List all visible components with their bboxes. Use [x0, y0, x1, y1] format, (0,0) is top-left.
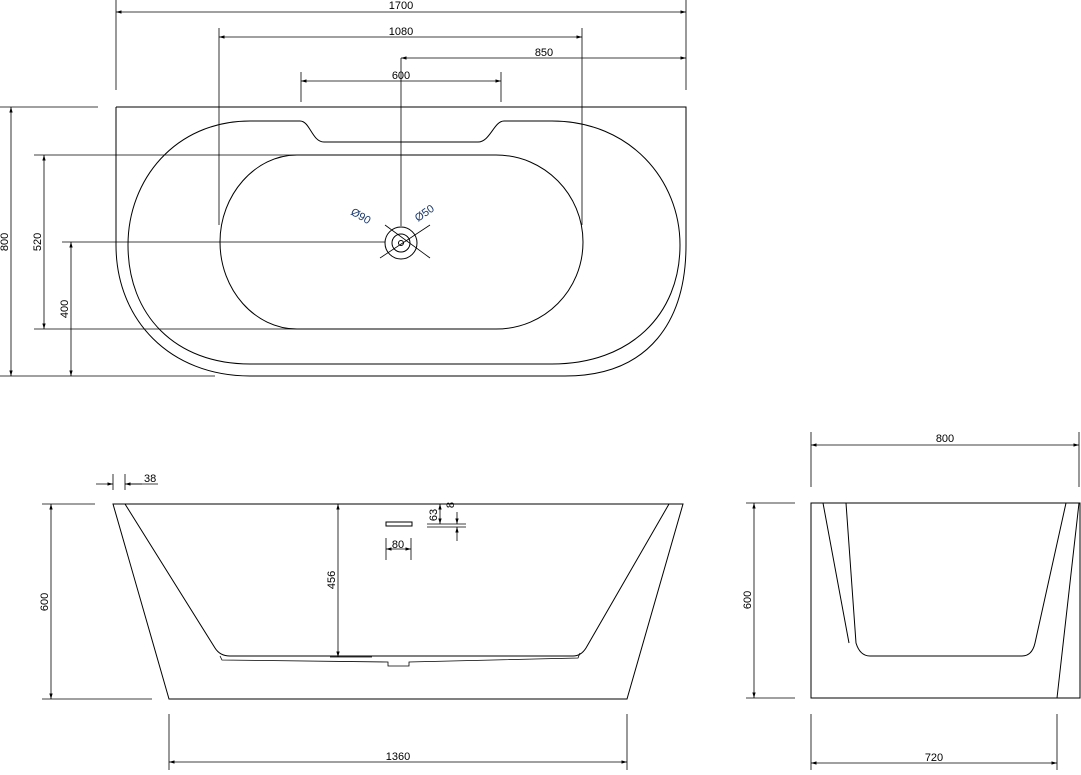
side-outer-frame: [810, 502, 1081, 699]
dim-drain-outer-dia: Ø90: [349, 206, 373, 227]
dim-drain-inner-dia: Ø50: [413, 203, 437, 225]
dim-inner-width: 520: [32, 233, 44, 251]
front-outer-profile: [112, 503, 684, 700]
rim-oval: [127, 120, 681, 365]
dim-inner-depth: 456: [326, 571, 338, 589]
drain-center: [398, 240, 404, 246]
dim-drain-offset: 400: [59, 300, 71, 318]
dim-side-base-width: 720: [925, 752, 943, 764]
overflow-outlet: [385, 521, 413, 527]
drain-outer: [384, 226, 418, 260]
front-floor-line: [219, 652, 581, 667]
dim-overflow-height: 63: [428, 509, 440, 521]
tub-outer-rim: [115, 244, 687, 377]
dim-base-length: 1360: [386, 751, 410, 763]
dim-overall-length: 1700: [389, 0, 413, 12]
dim-side-top-width: 800: [936, 433, 954, 445]
drain-leader-line: [384, 224, 431, 259]
tub-outer-outline: [115, 106, 687, 245]
top-view: 1700 1080 850 600 800 520 400 Ø90 Ø50: [0, 0, 687, 377]
front-inner-profile: [124, 503, 670, 657]
dim-rim-thickness: 38: [144, 473, 156, 485]
dim-inner-span: 1080: [389, 26, 413, 38]
front-view: 38 600 456 80 63 8 1360: [39, 473, 684, 770]
side-view: 800 600 720: [742, 432, 1081, 770]
dim-overall-width: 800: [0, 233, 11, 251]
dim-side-height: 600: [742, 591, 754, 609]
side-wall-outer: [822, 502, 1080, 699]
side-inner-profile: [845, 502, 1067, 657]
inner-basin: [219, 154, 584, 330]
dim-overflow-gap: 8: [445, 502, 457, 508]
dim-half-length: 850: [535, 47, 553, 59]
dim-overflow-width: 80: [392, 539, 404, 551]
dim-front-height: 600: [39, 593, 51, 611]
